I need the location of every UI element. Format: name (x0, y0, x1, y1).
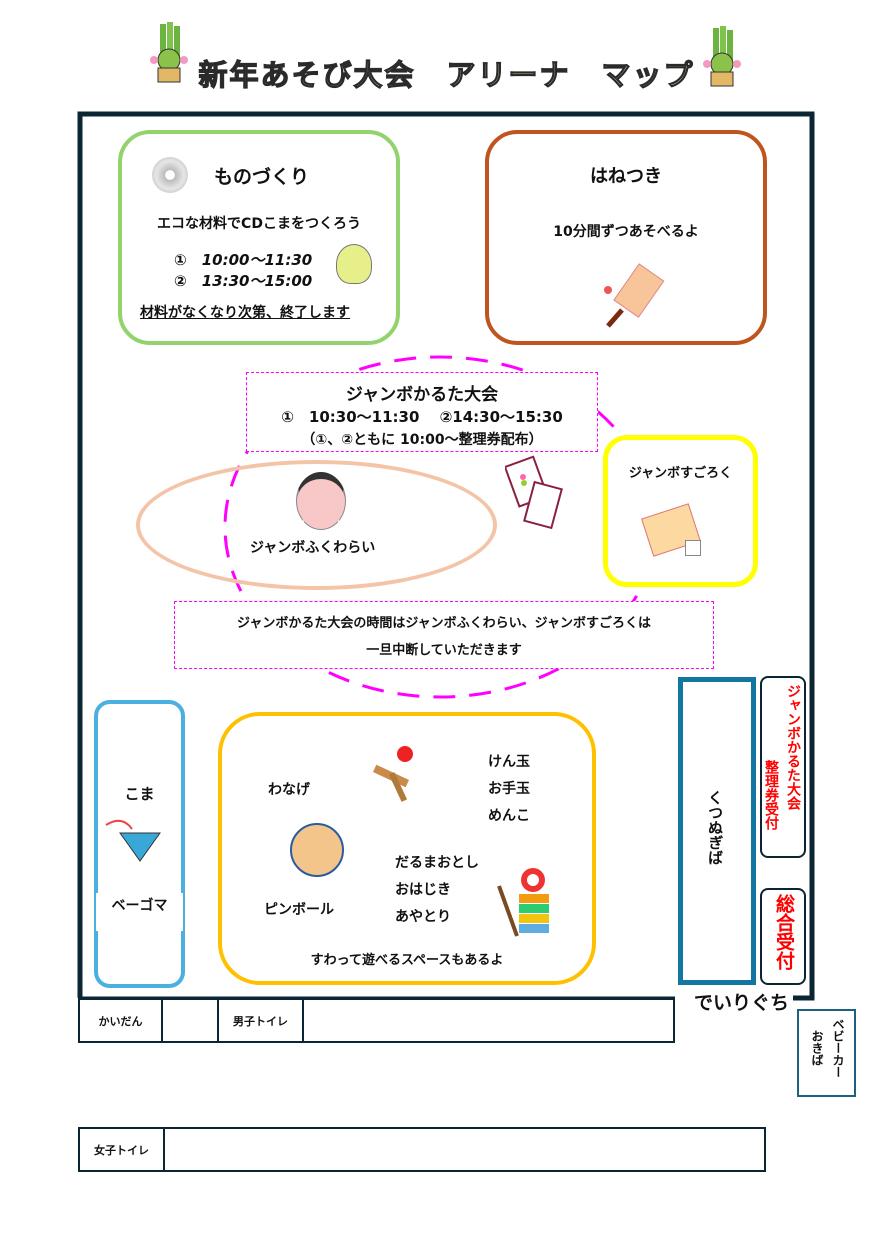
karuta-reception-line-2: 整理券受付 (763, 760, 779, 830)
koma-area (94, 700, 185, 988)
karuta-ticket-info: （①、②ともに 10:00～整理券配布） (301, 432, 543, 448)
kadomatsu-frog-icon (703, 26, 741, 87)
page-title: 新年あそび大会 アリーナ マップ (198, 57, 695, 92)
karuta-cards-icon (505, 455, 563, 530)
beigoma-label: ベーゴマ (96, 893, 183, 931)
play-list-1: けん玉 お手玉 めんこ (488, 749, 530, 830)
karuta-info-box (246, 372, 598, 452)
frog-cd-top-icon (336, 244, 372, 284)
menko-icon (290, 823, 344, 877)
fukuwarai-label: ジャンボふくわらい (250, 540, 376, 556)
karuta-ticket-reception (760, 676, 806, 858)
entrance-label: でいりぐち (690, 988, 794, 1015)
stairs: かいだん (78, 998, 163, 1043)
ohajiki-label: おはじき (395, 882, 451, 898)
pinball-label: ピンボール (264, 902, 334, 918)
monozukuri-time-1: ① 10:00～11:30 (174, 251, 313, 269)
menko-label: めんこ (488, 808, 530, 824)
corridor-room (302, 998, 675, 1043)
monozukuri-note: 材料がなくなり次第、終了します (140, 305, 350, 321)
monozukuri-time-2: ② 13:30～15:00 (174, 272, 313, 290)
general-reception (760, 888, 806, 985)
seating-note: すわって遊べるスペースもあるよ (310, 953, 504, 968)
sugoroku-area (603, 435, 758, 587)
otedama-label: お手玉 (488, 781, 530, 797)
stroller-label-1: ベビーカー (831, 1018, 845, 1078)
notice-box (174, 601, 714, 669)
kendama-label: けん玉 (488, 754, 530, 770)
play-area (218, 712, 596, 985)
monozukuri-heading: ものづくり (214, 166, 310, 188)
fukuwarai-area (136, 460, 497, 590)
kadomatsu-frog-icon (150, 22, 188, 83)
play-list-2: だるまおとし おはじき あやとり (395, 850, 479, 931)
cd-icon (152, 157, 188, 193)
monozukuri-area (118, 130, 400, 345)
daruma-otoshi-label: だるまおとし (395, 855, 479, 871)
wanage-label: わなげ (268, 782, 310, 798)
notice-line-1: ジャンボかるた大会の時間はジャンボふくわらい、ジャンボすごろくは (236, 616, 652, 631)
monozukuri-subtitle: エコな材料でCDこまをつくろう (157, 216, 361, 232)
okame-face-icon (296, 472, 346, 530)
stroller-parking (797, 1009, 856, 1097)
karuta-heading: ジャンボかるた大会 (345, 385, 499, 405)
hanetsuki-area (485, 130, 767, 345)
hanetsuki-subtitle: 10分間ずつあそべるよ (553, 224, 699, 240)
ayatori-label: あやとり (395, 909, 451, 925)
hagoita-icon (604, 263, 665, 328)
daruma-otoshi-icon (497, 868, 549, 937)
womens-toilet: 女子トイレ (78, 1127, 165, 1172)
kutsunugiba-label: くつぬぎば (706, 790, 724, 865)
koma-label: こま (124, 785, 155, 803)
mens-toilet: 男子トイレ (217, 998, 304, 1043)
karuta-times: ① 10:30～11:30 ②14:30～15:30 (281, 408, 563, 426)
general-reception-label: 総合受付 (773, 894, 795, 970)
sugoroku-label: ジャンボすごろく (628, 466, 733, 481)
kendama-icon (372, 746, 413, 802)
shoe-removal-area (678, 677, 756, 985)
blank-room (161, 998, 219, 1043)
hanetsuki-heading: はねつき (590, 166, 662, 187)
spinning-top-icon (105, 819, 161, 862)
notice-line-2: 一旦中断していただきます (366, 643, 522, 658)
dice-icon (685, 540, 701, 556)
karuta-reception-line-1: ジャンボかるた大会 (785, 684, 801, 810)
womens-toilet-area (163, 1127, 766, 1172)
stroller-label-2: おきば (810, 1030, 824, 1066)
